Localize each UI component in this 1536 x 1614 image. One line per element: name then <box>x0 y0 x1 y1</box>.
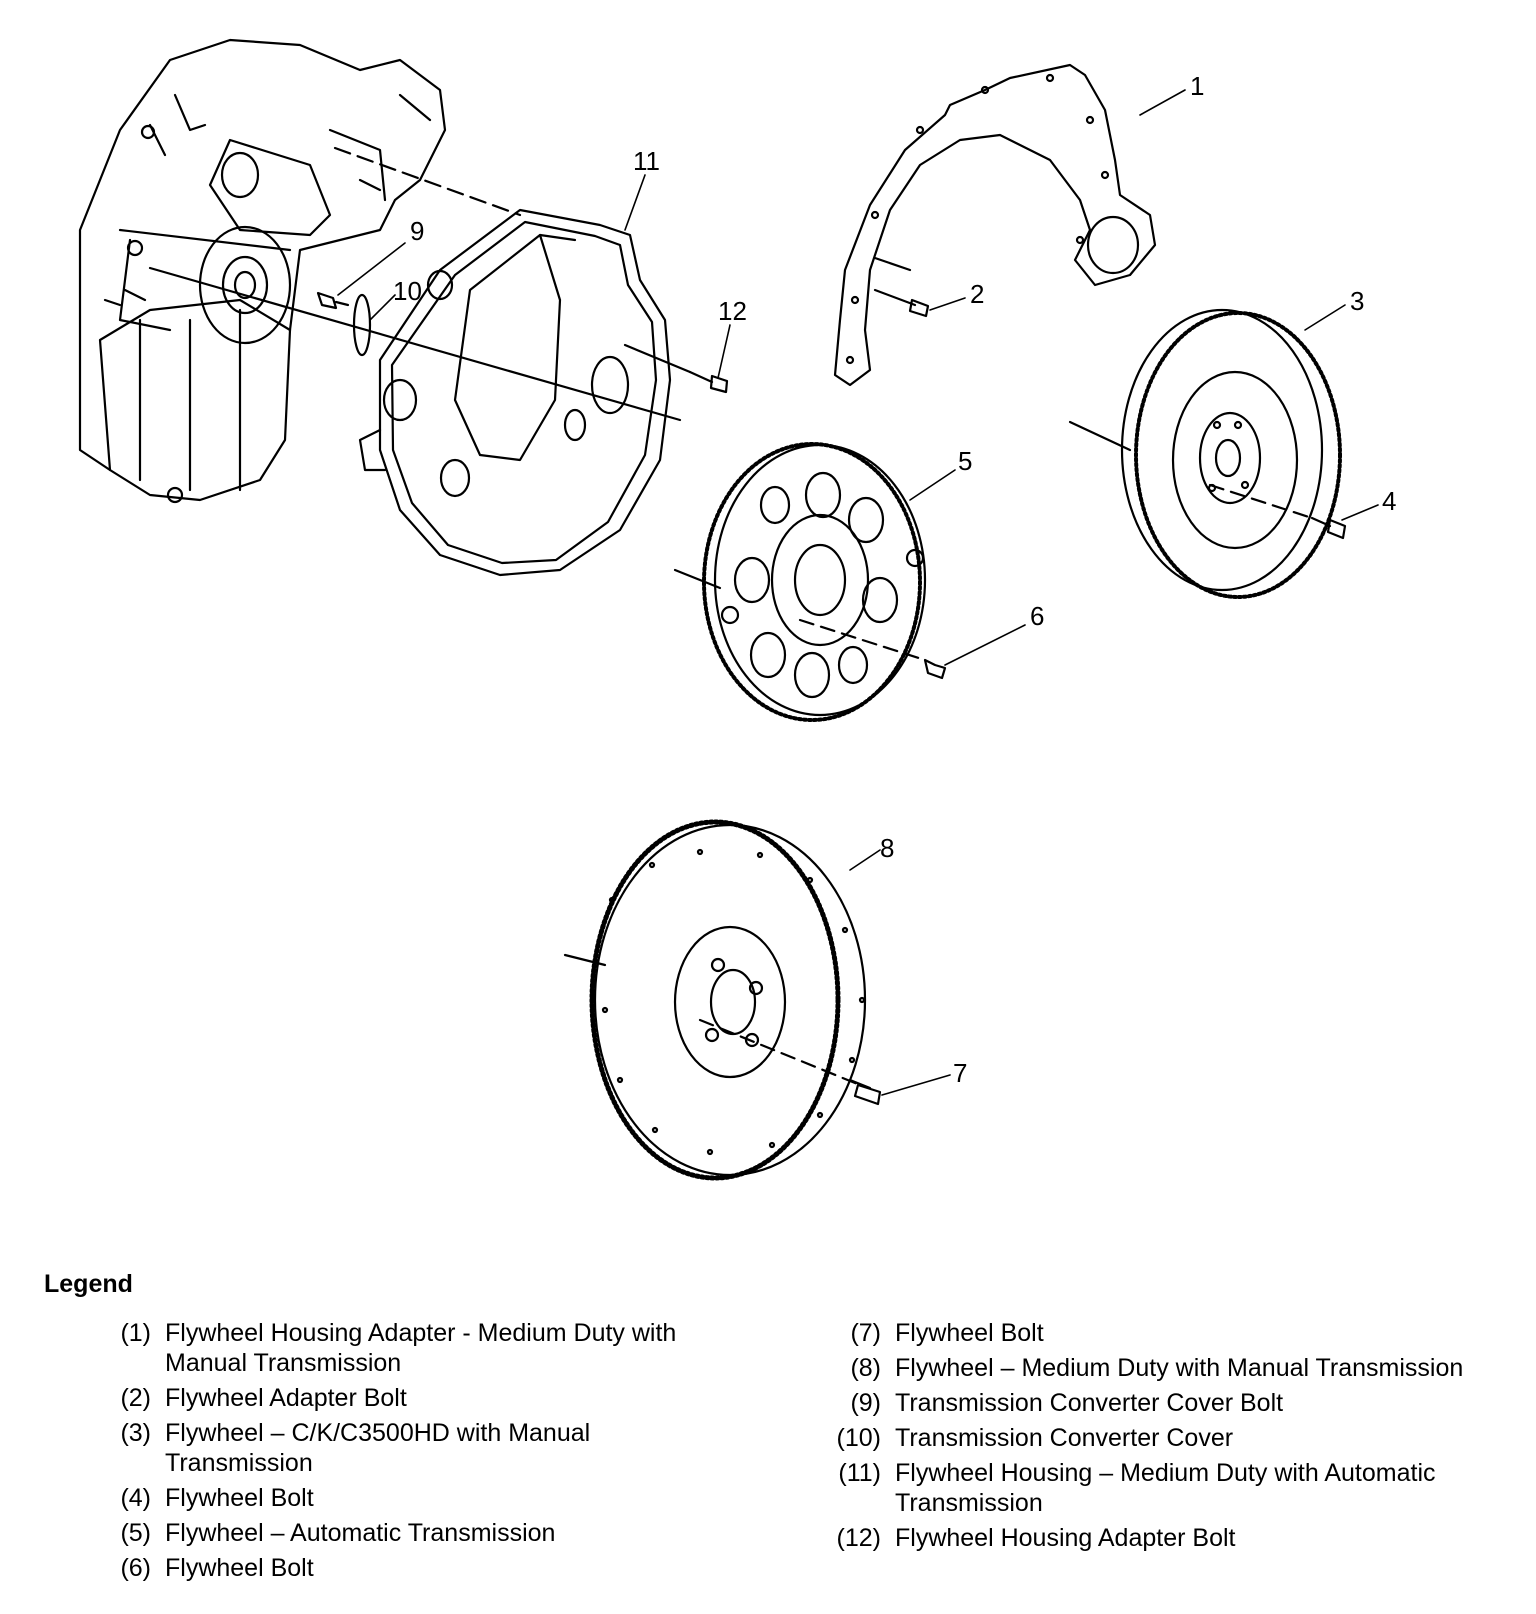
legend-item: (6) Flywheel Bolt <box>95 1553 735 1583</box>
flywheel-medium-duty <box>563 819 867 1181</box>
legend-number: (6) <box>120 1554 151 1582</box>
legend-number: (3) <box>120 1419 151 1447</box>
legend-number: (12) <box>836 1524 881 1552</box>
legend-item: (7) Flywheel Bolt <box>825 1318 1505 1348</box>
legend-text: Flywheel – Medium Duty with Manual Trans… <box>895 1354 1464 1382</box>
legend-left-column: (1) Flywheel Housing Adapter - Medium Dut… <box>95 1318 735 1588</box>
legend-text: Transmission Converter Cover <box>895 1424 1234 1452</box>
legend-text: Flywheel – C/K/C3500HD with Manual Trans… <box>165 1419 591 1477</box>
legend-item: (1) Flywheel Housing Adapter - Medium Dut… <box>95 1318 735 1378</box>
legend-number: (4) <box>120 1484 151 1512</box>
legend-text: Flywheel – Automatic Transmission <box>165 1519 556 1547</box>
callout-3: 3 <box>1350 286 1364 316</box>
flywheel-c3500hd <box>1068 308 1342 599</box>
legend-text: Flywheel Housing – Medium Duty with Auto… <box>895 1459 1436 1517</box>
housing-adapter-bolt <box>688 370 729 394</box>
legend-item: (3) Flywheel – C/K/C3500HD with Manual Tr… <box>95 1418 735 1478</box>
callout-6: 6 <box>1030 601 1044 631</box>
flywheel-automatic <box>673 442 927 722</box>
transmission-converter-cover <box>352 293 372 357</box>
legend-text: Transmission Converter Cover Bolt <box>895 1389 1284 1417</box>
legend-item: (2) Flywheel Adapter Bolt <box>95 1383 735 1413</box>
legend-number: (8) <box>850 1354 881 1382</box>
legend-title: Legend <box>44 1270 133 1298</box>
legend-item: (9) Transmission Converter Cover Bolt <box>825 1388 1505 1418</box>
alignment-line-upper <box>333 146 522 217</box>
callout-4: 4 <box>1382 486 1396 516</box>
legend-item: (10) Transmission Converter Cover <box>825 1423 1505 1453</box>
callout-9: 9 <box>410 216 424 246</box>
callout-2: 2 <box>970 279 984 309</box>
callout-12: 12 <box>718 296 747 326</box>
legend-right-column: (7) Flywheel Bolt (8) Flywheel – Medium Du… <box>825 1318 1505 1558</box>
callout-10: 10 <box>393 276 422 306</box>
flywheel-bolt-4 <box>1208 483 1347 540</box>
legend-text: Flywheel Housing Adapter - Medium Duty w… <box>165 1319 677 1377</box>
legend-text: Flywheel Bolt <box>165 1484 314 1512</box>
alignment-line-bolt12 <box>623 343 692 374</box>
legend-item: (8) Flywheel – Medium Duty with Manual Tr… <box>825 1353 1505 1383</box>
legend-text: Flywheel Housing Adapter Bolt <box>895 1524 1236 1552</box>
callout-1: 1 <box>1190 71 1204 101</box>
legend-text: Flywheel Bolt <box>165 1554 314 1582</box>
flywheel-bolt-7 <box>698 1018 882 1106</box>
legend-text: Flywheel Adapter Bolt <box>165 1384 407 1412</box>
legend-number: (10) <box>836 1424 881 1452</box>
callout-5: 5 <box>958 446 972 476</box>
legend-item: (12) Flywheel Housing Adapter Bolt <box>825 1523 1505 1553</box>
legend-item: (5) Flywheel – Automatic Transmission <box>95 1518 735 1548</box>
leader-lines <box>337 89 1379 1096</box>
legend-number: (1) <box>120 1319 151 1347</box>
flywheel-housing-adapter <box>833 63 1157 387</box>
callout-8: 8 <box>880 833 894 863</box>
callout-11: 11 <box>633 146 660 176</box>
flywheel-housing <box>358 208 672 577</box>
legend-number: (2) <box>120 1384 151 1412</box>
flywheel-bolt-6 <box>798 618 947 680</box>
converter-cover-bolt <box>316 291 350 310</box>
legend-number: (11) <box>838 1459 881 1487</box>
legend-number: (7) <box>850 1319 881 1347</box>
legend-item: (4) Flywheel Bolt <box>95 1483 735 1513</box>
legend-number: (5) <box>120 1519 151 1547</box>
exploded-view-diagram: 1 2 3 4 5 6 7 8 9 10 11 12 <box>78 38 1396 1181</box>
alignment-line-crank <box>148 266 682 422</box>
engine-block <box>78 38 447 504</box>
flywheel-adapter-bolt <box>873 256 930 318</box>
legend-item: (11) Flywheel Housing – Medium Duty with … <box>825 1458 1505 1518</box>
legend-number: (9) <box>850 1389 881 1417</box>
legend-text: Flywheel Bolt <box>895 1319 1044 1347</box>
callout-7: 7 <box>953 1058 967 1088</box>
